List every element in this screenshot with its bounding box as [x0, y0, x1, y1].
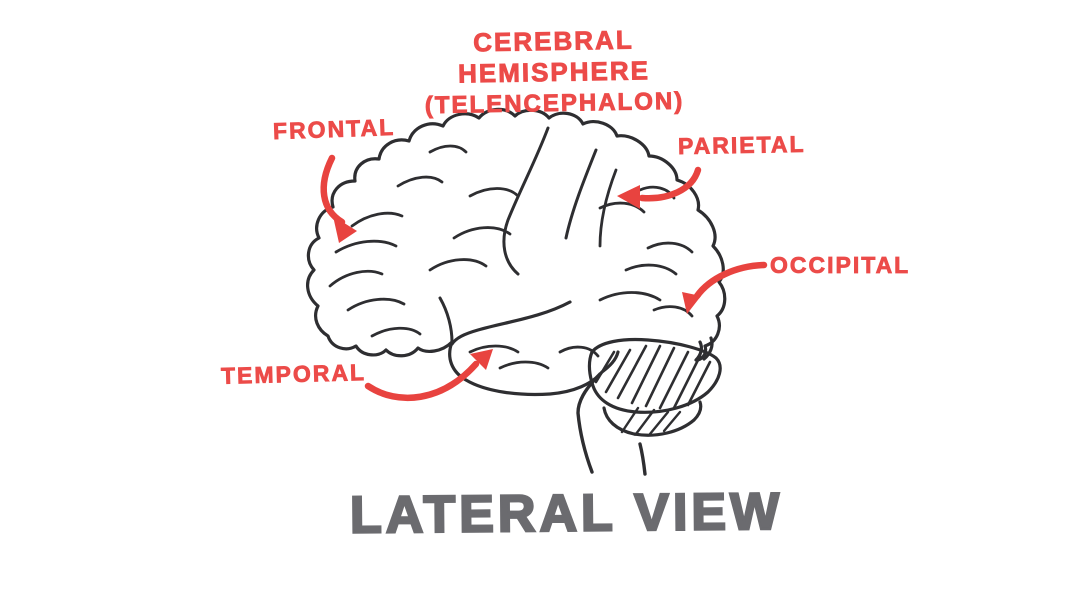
- sulcus-line: [646, 241, 694, 254]
- cerebellum-lower-hatching: [620, 406, 682, 436]
- sulcus-line: [624, 263, 678, 276]
- lateral-sulcus-line: [450, 300, 572, 346]
- sulcus-line: [428, 258, 488, 272]
- sulcus-line: [350, 211, 404, 228]
- lateral-sulcus-notch: [438, 296, 454, 344]
- sulcus-line: [598, 201, 646, 214]
- sulcus-line: [452, 226, 512, 240]
- sulcus-line: [652, 305, 694, 318]
- sulcus-line: [346, 297, 406, 312]
- sulcus-line: [334, 239, 398, 254]
- parietal-arrow: [638, 166, 702, 202]
- temporal-arrowhead: [470, 349, 493, 370]
- cerebellum-lower-outline: [602, 400, 703, 437]
- sulcus-line: [564, 148, 598, 240]
- frontal-arrowhead: [333, 216, 357, 243]
- temporal-gyrus-line: [558, 345, 600, 358]
- frontal-arrow: [320, 154, 346, 226]
- label-temporal: TEMPORAL: [220, 359, 367, 390]
- sulcus-line: [598, 168, 618, 248]
- temporal-gyrus-line: [498, 360, 550, 370]
- brainstem-left-line: [576, 372, 602, 474]
- sulcus-line: [396, 175, 444, 188]
- caption-lateral-view: LATERAL VIEW: [349, 482, 785, 546]
- temporal-arrow: [364, 360, 480, 402]
- parietal-arrowhead: [617, 185, 640, 209]
- label-occipital: OCCIPITAL: [770, 252, 911, 279]
- cerebrum-outline: [306, 107, 727, 362]
- central-sulcus-line: [502, 126, 550, 276]
- occipital-arrow: [693, 261, 768, 300]
- diagram-title: CEREBRAL HEMISPHERE (TELENCEPHALON): [377, 23, 731, 121]
- brainstem-right-line: [638, 442, 647, 476]
- temporal-gyrus-line: [468, 344, 520, 354]
- label-parietal: PARIETAL: [677, 130, 806, 160]
- temporal-lobe-outline: [448, 340, 620, 397]
- sulcus-line: [468, 187, 520, 198]
- arrowheads: [333, 185, 701, 370]
- sulcus-line: [428, 144, 468, 154]
- occipital-arrowhead: [682, 292, 701, 314]
- cerebellum-hatching: [594, 344, 712, 410]
- annotation-arrows: [320, 154, 768, 402]
- cerebellum-outline: [587, 337, 722, 414]
- sulcus-line: [328, 269, 384, 288]
- sulcus-line: [370, 326, 422, 338]
- title-line1: CEREBRAL HEMISPHERE: [457, 24, 651, 89]
- occipital-junction-line-2: [702, 336, 714, 361]
- sulcus-line: [598, 291, 662, 302]
- label-frontal: FRONTAL: [272, 113, 396, 145]
